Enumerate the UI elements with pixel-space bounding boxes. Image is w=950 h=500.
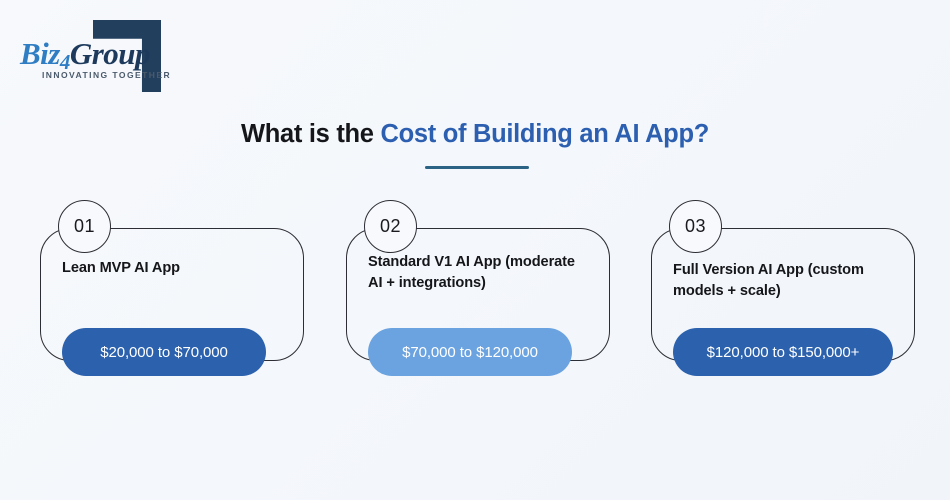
card-title: Lean MVP AI App bbox=[62, 260, 180, 276]
brand-logo: Biz4Group INNOVATING TOGETHER bbox=[18, 18, 178, 94]
page-title-accent: Cost of Building an AI App? bbox=[380, 120, 710, 148]
logo-tagline: INNOVATING TOGETHER bbox=[42, 70, 172, 80]
logo-wordmark: Biz4Group bbox=[20, 36, 151, 74]
page-title-plain: What is the bbox=[240, 120, 381, 148]
card-title: Full Version AI App (custom models + sca… bbox=[673, 262, 864, 299]
cost-card-3: 03 Full Version AI App (custom models + … bbox=[633, 196, 933, 396]
cost-card-1: 01 Lean MVP AI App $20,000 to $70,000 bbox=[22, 196, 322, 396]
card-number-badge: 01 bbox=[58, 200, 111, 253]
card-price-badge: $20,000 to $70,000 bbox=[62, 328, 266, 376]
page-title: What is the Cost of Building an AI App? bbox=[0, 120, 950, 149]
card-number-badge: 02 bbox=[364, 200, 417, 253]
card-title: Standard V1 AI App (moderate AI + integr… bbox=[368, 254, 575, 291]
logo-word-biz: Biz bbox=[20, 36, 60, 71]
card-price-badge: $120,000 to $150,000+ bbox=[673, 328, 893, 376]
card-price-badge: $70,000 to $120,000 bbox=[368, 328, 572, 376]
logo-word-group: Group bbox=[69, 36, 151, 71]
title-underline bbox=[425, 166, 529, 169]
card-number-badge: 03 bbox=[669, 200, 722, 253]
cost-card-2: 02 Standard V1 AI App (moderate AI + int… bbox=[328, 196, 628, 396]
logo-word-digit: 4 bbox=[59, 50, 71, 74]
